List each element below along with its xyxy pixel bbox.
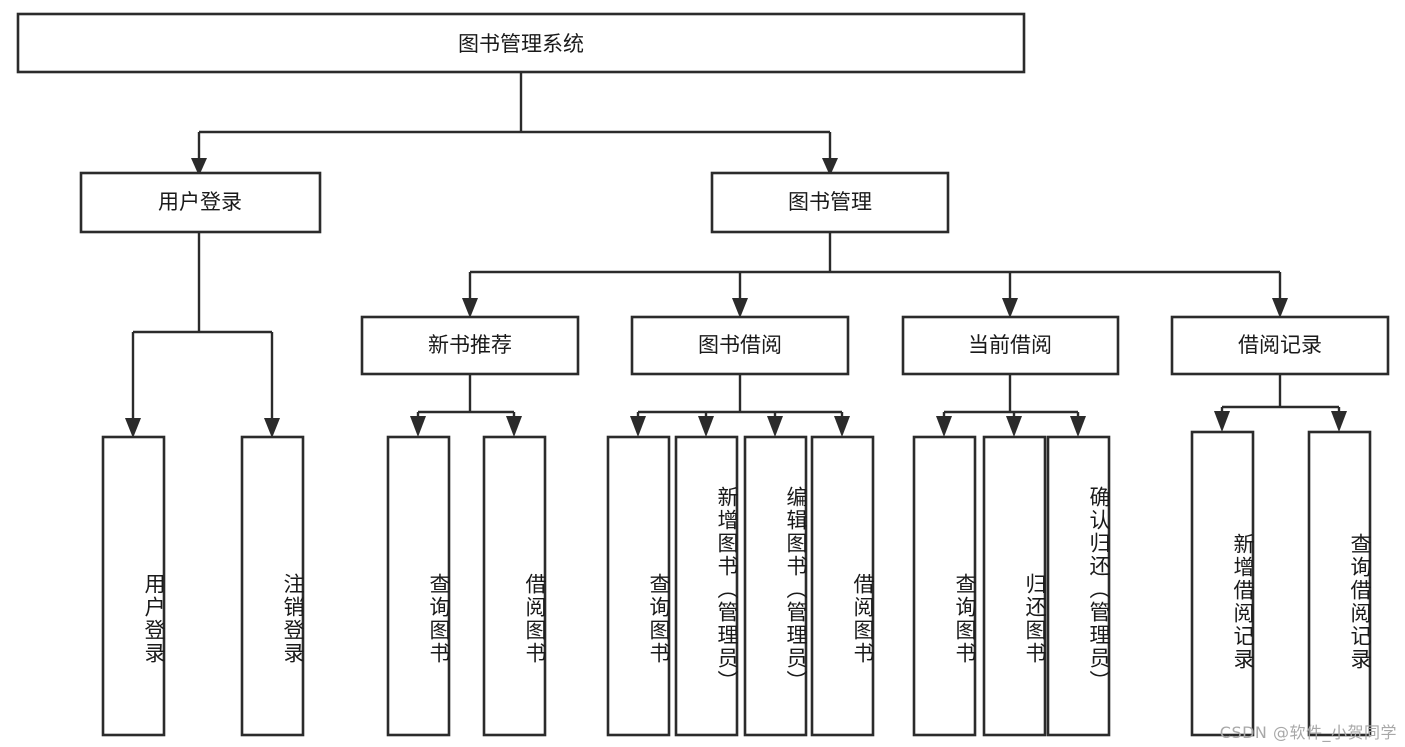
node-book-management[interactable]: 图书管理 xyxy=(710,171,950,234)
node-root-box[interactable] xyxy=(16,12,1026,74)
arrow-head-leaf-query-book-3 xyxy=(936,416,952,437)
arrow-head-leaf-add-record xyxy=(1214,411,1230,432)
node-user-login-label: 用户登录 xyxy=(158,190,242,214)
node-borrow-record[interactable]: 借阅记录 xyxy=(1170,315,1390,376)
leaf-query-book-1-box[interactable] xyxy=(386,435,451,737)
csdn-watermark: CSDN @软件_小贺同学 xyxy=(1219,723,1397,742)
leaf-return-book-box[interactable] xyxy=(982,435,1047,737)
node-book-borrow-box[interactable] xyxy=(630,315,850,376)
node-new-book-recommend-label: 新书推荐 xyxy=(428,333,512,357)
connector-group-book-borrow xyxy=(630,374,850,437)
arrow-head-book-borrow xyxy=(732,298,748,318)
connector-group-root xyxy=(191,72,838,176)
node-borrow-record-label: 借阅记录 xyxy=(1238,333,1322,357)
arrow-head-leaf-borrow-book-2 xyxy=(834,416,850,437)
leaf-edit-book-box[interactable] xyxy=(743,435,808,737)
leaf-logout-box[interactable] xyxy=(240,435,305,737)
arrow-head-book-management xyxy=(822,158,838,176)
arrow-head-leaf-query-book-1 xyxy=(410,416,426,437)
arrow-head-borrow-record xyxy=(1272,298,1288,318)
leaf-borrow-book-2-box[interactable] xyxy=(810,435,875,737)
arrow-head-leaf-confirm-return xyxy=(1070,416,1086,437)
arrow-head-new-book-recommend xyxy=(462,298,478,318)
node-root[interactable]: 图书管理系统 xyxy=(16,12,1026,74)
node-book-borrow-label: 图书借阅 xyxy=(698,333,782,357)
arrow-head-leaf-user-login xyxy=(125,418,141,438)
node-new-book-recommend[interactable]: 新书推荐 xyxy=(360,315,580,376)
arrow-head-leaf-logout xyxy=(264,418,280,438)
connector-group-borrow-record xyxy=(1214,374,1347,432)
leaf-boxes xyxy=(101,430,1372,737)
arrow-head-leaf-add-book xyxy=(698,416,714,437)
leaf-query-book-3-box[interactable] xyxy=(912,435,977,737)
arrow-head-user-login xyxy=(191,158,207,176)
arrow-head-leaf-edit-book xyxy=(767,416,783,437)
leaf-query-book-2-box[interactable] xyxy=(606,435,671,737)
arrow-head-leaf-query-record xyxy=(1331,411,1347,432)
connector-group-new-book-recommend xyxy=(410,374,522,437)
node-current-borrow[interactable]: 当前借阅 xyxy=(901,315,1120,376)
connector-group-current-borrow xyxy=(936,374,1086,437)
leaf-add-book-box[interactable] xyxy=(674,435,739,737)
arrow-head-current-borrow xyxy=(1002,298,1018,318)
leaf-borrow-book-1-box[interactable] xyxy=(482,435,547,737)
node-current-borrow-box[interactable] xyxy=(901,315,1120,376)
leaf-query-record-box[interactable] xyxy=(1307,430,1372,737)
node-root-label: 图书管理系统 xyxy=(458,32,584,56)
node-book-management-box[interactable] xyxy=(710,171,950,234)
arrow-head-leaf-return-book xyxy=(1006,416,1022,437)
leaf-confirm-return-box[interactable] xyxy=(1046,435,1111,737)
leaf-user-login-box[interactable] xyxy=(101,435,166,737)
node-book-management-label: 图书管理 xyxy=(788,190,872,214)
node-user-login-box[interactable] xyxy=(79,171,322,234)
connector-group-book-management xyxy=(462,232,1288,318)
node-user-login[interactable]: 用户登录 xyxy=(79,171,322,234)
connector-group-user-login xyxy=(125,232,280,438)
node-current-borrow-label: 当前借阅 xyxy=(968,333,1052,357)
node-new-book-recommend-box[interactable] xyxy=(360,315,580,376)
arrow-head-leaf-query-book-2 xyxy=(630,416,646,437)
arrow-head-leaf-borrow-book-1 xyxy=(506,416,522,437)
node-borrow-record-box[interactable] xyxy=(1170,315,1390,376)
leaf-add-record-box[interactable] xyxy=(1190,430,1255,737)
node-book-borrow[interactable]: 图书借阅 xyxy=(630,315,850,376)
